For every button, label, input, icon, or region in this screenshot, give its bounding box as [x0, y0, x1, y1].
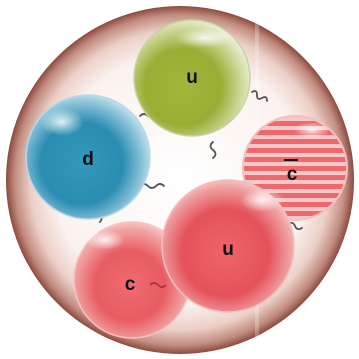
quark-label-u-top: u: [186, 67, 198, 88]
quark-label-cbar: c: [287, 164, 298, 185]
quark-d-left: d: [26, 95, 150, 219]
quark-u-top: u: [134, 20, 250, 136]
quark-label-d-left: d: [82, 149, 94, 170]
quark-u-bottom: u: [162, 180, 294, 312]
quark-label-c: c: [125, 274, 136, 295]
quark-label-u-bottom: u: [222, 239, 234, 260]
